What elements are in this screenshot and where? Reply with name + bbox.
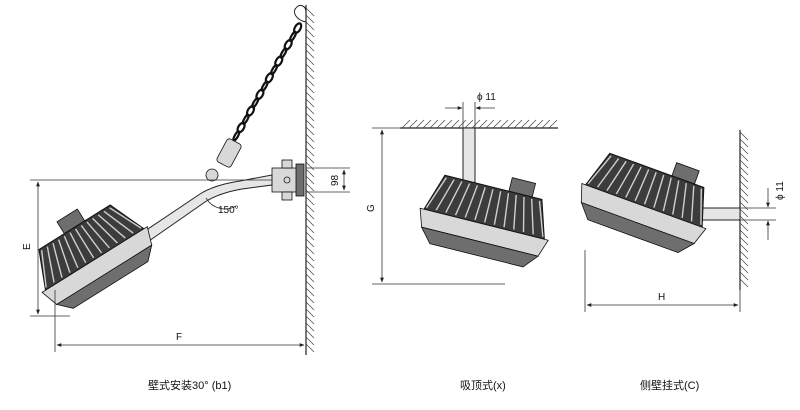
dimension-h: H: [584, 250, 741, 312]
side-wall-mount-diagram: ϕ 11 H 侧壁挂式(C): [580, 130, 786, 392]
dimension-diameter-ceiling: ϕ 11: [445, 92, 496, 128]
caption-side-wall-mount: 侧壁挂式(C): [640, 378, 699, 392]
dim-label-g: G: [366, 204, 377, 212]
wall-mount-diagram: 150° E F 98 壁式安装30° (: [22, 4, 350, 392]
ceiling: [400, 119, 558, 129]
dim-label-e: E: [22, 243, 33, 250]
dimension-e: E: [22, 179, 272, 317]
wall-3: [739, 130, 749, 290]
dimension-98: 98: [306, 167, 350, 193]
angle-label: 150°: [218, 205, 239, 216]
lamp-2: [419, 174, 549, 268]
caption-wall-mount: 壁式安装30° (b1): [148, 378, 231, 392]
lamp-1: [38, 204, 153, 309]
dimension-f: F: [54, 290, 305, 352]
dim-label-f: F: [176, 332, 182, 343]
wall-1: [305, 5, 315, 355]
dimension-g: G: [366, 127, 505, 285]
ceiling-mount-diagram: ϕ 11 G 吸顶式(x): [366, 92, 558, 392]
pipe-arm: [141, 174, 273, 242]
dimension-diameter-side: ϕ 11: [740, 181, 786, 240]
lamp-3: [580, 152, 707, 254]
caption-ceiling-mount: 吸顶式(x): [460, 379, 506, 392]
dim-label-98: 98: [330, 174, 341, 186]
dim-label-diameter-side: ϕ 11: [775, 181, 786, 200]
dim-label-diameter-ceiling: ϕ 11: [477, 92, 496, 103]
hanging-chain: [205, 4, 307, 182]
dim-label-h: H: [658, 292, 665, 303]
junction-box: [271, 159, 305, 201]
